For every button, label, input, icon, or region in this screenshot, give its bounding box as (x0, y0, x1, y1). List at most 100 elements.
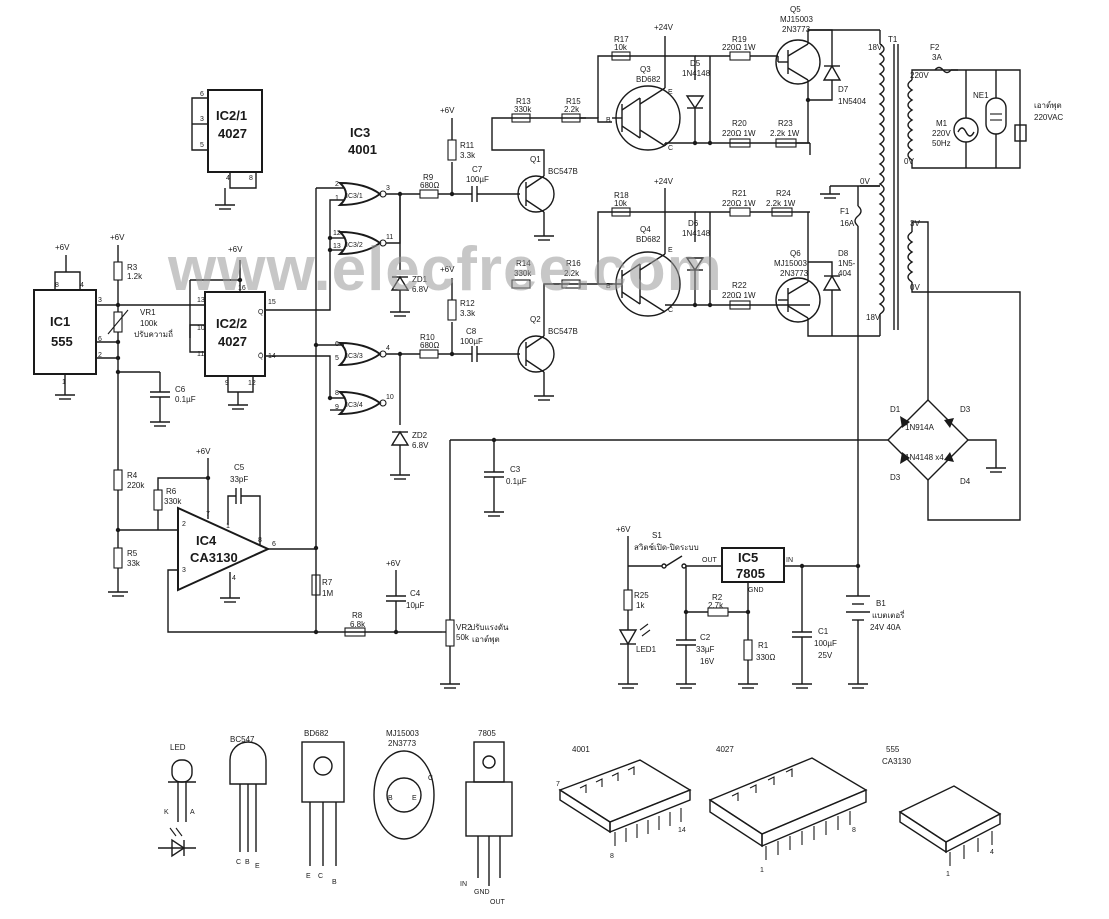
svg-text:C7: C7 (472, 165, 483, 174)
svg-text:9: 9 (335, 404, 339, 411)
lower-drive: ZD2 6.8V ZD1 6.8V R10 680Ω +6V R12 3.3k … (386, 194, 612, 480)
svg-text:1k: 1k (636, 601, 645, 610)
svg-text:B: B (606, 283, 611, 290)
package-bc547: BC547 C B E (229, 735, 267, 870)
svg-text:แบตเตอรี่: แบตเตอรี่ (872, 609, 905, 620)
svg-text:1N914A: 1N914A (905, 423, 935, 432)
svg-text:+24V: +24V (654, 177, 674, 186)
svg-text:R17: R17 (614, 35, 629, 44)
svg-text:100µF: 100µF (466, 175, 489, 184)
svg-text:+6V: +6V (386, 559, 401, 568)
svg-text:+6V: +6V (196, 447, 211, 456)
svg-text:R9: R9 (423, 173, 434, 182)
svg-text:R5: R5 (127, 549, 138, 558)
svg-text:ZD1: ZD1 (412, 275, 428, 284)
svg-text:+6V: +6V (440, 106, 455, 115)
svg-text:R23: R23 (778, 119, 793, 128)
svg-text:Q1: Q1 (530, 155, 541, 164)
svg-text:R6: R6 (166, 487, 177, 496)
svg-text:25V: 25V (818, 651, 833, 660)
svg-text:330k: 330k (514, 105, 532, 114)
svg-text:1: 1 (946, 871, 950, 878)
svg-text:1N5404: 1N5404 (838, 97, 867, 106)
transformer-t1: T1 18V 0V 18V 220V 0V 3V 0V F1 16A F2 3A (820, 30, 1021, 565)
svg-text:B: B (388, 795, 393, 802)
ic1-555: IC1 555 36 28 41 +6V (33, 243, 102, 400)
svg-text:7805: 7805 (478, 729, 496, 738)
svg-text:0.1µF: 0.1µF (506, 477, 527, 486)
svg-text:IC3: IC3 (350, 125, 370, 140)
svg-text:R16: R16 (566, 259, 581, 268)
svg-text:8: 8 (852, 827, 856, 834)
svg-text:IC3/2: IC3/2 (346, 242, 363, 249)
svg-text:10µF: 10µF (406, 601, 425, 610)
svg-text:2: 2 (335, 181, 339, 188)
svg-text:555: 555 (886, 745, 900, 754)
svg-text:BC547B: BC547B (548, 327, 578, 336)
svg-text:VR2: VR2 (456, 623, 472, 632)
svg-text:IN: IN (460, 881, 467, 888)
svg-text:IC3/1: IC3/1 (346, 193, 363, 200)
svg-text:11: 11 (197, 351, 204, 358)
svg-text:NE1: NE1 (973, 91, 989, 100)
svg-text:1N4148: 1N4148 (682, 229, 711, 238)
svg-text:E: E (306, 873, 311, 880)
svg-text:6.8k: 6.8k (350, 620, 366, 629)
upper-drive: R9 680Ω +6V R11 3.3k C7 100µF Q1 BC547B … (386, 97, 612, 244)
svg-text:+6V: +6V (228, 245, 243, 254)
svg-text:+6V: +6V (440, 265, 455, 274)
svg-text:BD682: BD682 (304, 729, 329, 738)
svg-text:15: 15 (268, 299, 276, 306)
svg-text:10: 10 (197, 325, 205, 332)
package-dip8: 555 CA3130 14 (882, 745, 1002, 878)
svg-text:6: 6 (272, 541, 276, 548)
svg-text:404: 404 (838, 269, 852, 278)
svg-text:D3: D3 (890, 473, 901, 482)
svg-text:ZD2: ZD2 (412, 431, 428, 440)
svg-text:IC3/4: IC3/4 (346, 402, 363, 409)
svg-text:R10: R10 (420, 333, 435, 342)
svg-text:C: C (668, 145, 673, 152)
svg-text:R22: R22 (732, 281, 747, 290)
svg-text:220Ω 1W: 220Ω 1W (722, 129, 756, 138)
svg-text:1M: 1M (322, 589, 333, 598)
svg-text:D6: D6 (688, 219, 699, 228)
svg-text:GND: GND (474, 889, 490, 896)
svg-text:C2: C2 (700, 633, 711, 642)
svg-text:สวิตช์เปิด-ปิดระบบ: สวิตช์เปิด-ปิดระบบ (634, 542, 699, 552)
svg-text:4: 4 (80, 282, 84, 289)
svg-text:Q̄: Q̄ (258, 352, 264, 360)
svg-text:R2: R2 (712, 593, 723, 602)
svg-text:220V: 220V (910, 71, 929, 80)
svg-text:R7: R7 (322, 578, 333, 587)
svg-text:5: 5 (200, 142, 204, 149)
svg-text:Q2: Q2 (530, 315, 541, 324)
svg-text:16: 16 (238, 285, 246, 292)
svg-text:+24V: +24V (654, 23, 674, 32)
svg-text:4027: 4027 (716, 745, 734, 754)
bridge-rectifier: D1 1N914A D3 D3 D4 1N4148 x4 C3 0.1µF (450, 291, 1021, 521)
svg-text:6.8V: 6.8V (412, 285, 429, 294)
svg-text:M1: M1 (936, 119, 948, 128)
svg-text:10: 10 (386, 394, 394, 401)
svg-text:R18: R18 (614, 191, 629, 200)
svg-text:33pF: 33pF (230, 475, 248, 484)
svg-text:9: 9 (225, 380, 229, 387)
svg-text:4001: 4001 (572, 745, 590, 754)
svg-text:R1: R1 (758, 641, 769, 650)
svg-text:12: 12 (333, 230, 341, 237)
svg-text:330k: 330k (164, 497, 182, 506)
svg-text:220Ω 1W: 220Ω 1W (722, 291, 756, 300)
svg-text:R15: R15 (566, 97, 581, 106)
svg-text:F1: F1 (840, 207, 850, 216)
svg-text:CA3130: CA3130 (190, 550, 238, 565)
svg-text:R13: R13 (516, 97, 531, 106)
timing-network: +6V R3 1.2k VR1 100k ปรับความถี่ C6 0.1µ… (96, 233, 205, 597)
svg-text:330Ω: 330Ω (756, 653, 775, 662)
svg-text:6.8V: 6.8V (412, 441, 429, 450)
svg-text:R21: R21 (732, 189, 747, 198)
svg-text:F2: F2 (930, 43, 940, 52)
svg-text:11: 11 (386, 234, 393, 241)
svg-text:555: 555 (51, 334, 73, 349)
